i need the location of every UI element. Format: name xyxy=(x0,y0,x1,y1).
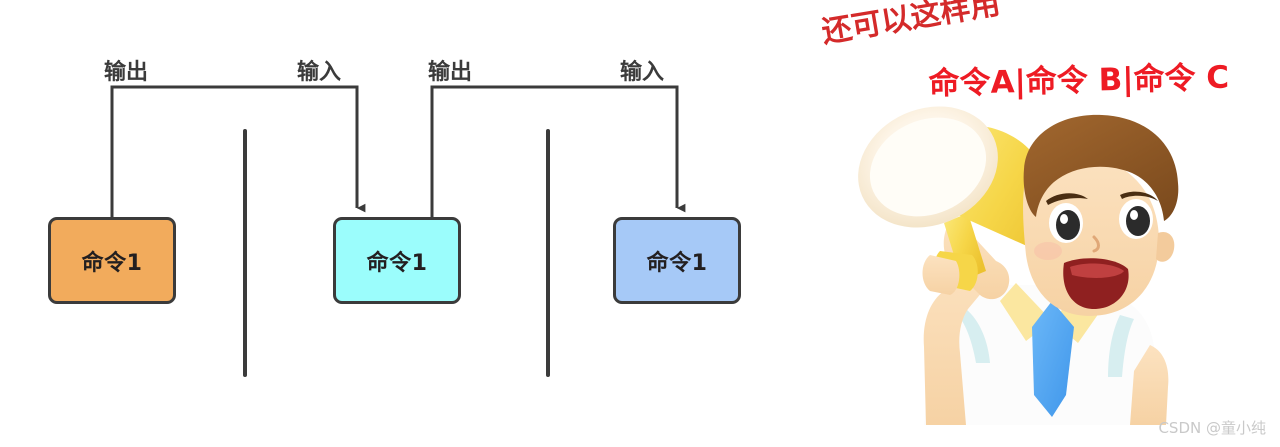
command-box-3[interactable]: 命令1 xyxy=(613,217,741,304)
necktie xyxy=(1032,301,1074,417)
connector-box2-to-box3 xyxy=(430,85,686,217)
person-with-megaphone-illustration xyxy=(858,106,1179,425)
csdn-watermark: CSDN @童小纯 xyxy=(1158,419,1266,437)
io-label-output-1: 输出 xyxy=(104,60,149,85)
command-box-1-label: 命令1 xyxy=(81,250,143,276)
command-box-1[interactable]: 命令1 xyxy=(48,217,176,304)
command-box-3-label: 命令1 xyxy=(646,250,708,276)
command-box-2-label: 命令1 xyxy=(366,250,428,276)
io-label-output-2: 输出 xyxy=(428,60,473,85)
connector-box1-to-box2 xyxy=(110,85,366,217)
lowered-arm xyxy=(1130,345,1169,425)
gripping-hand xyxy=(922,255,960,295)
io-label-input-1: 输入 xyxy=(297,60,342,85)
head xyxy=(1023,114,1179,316)
command-box-2[interactable]: 命令1 xyxy=(333,217,461,304)
io-label-input-2: 输入 xyxy=(620,60,665,85)
